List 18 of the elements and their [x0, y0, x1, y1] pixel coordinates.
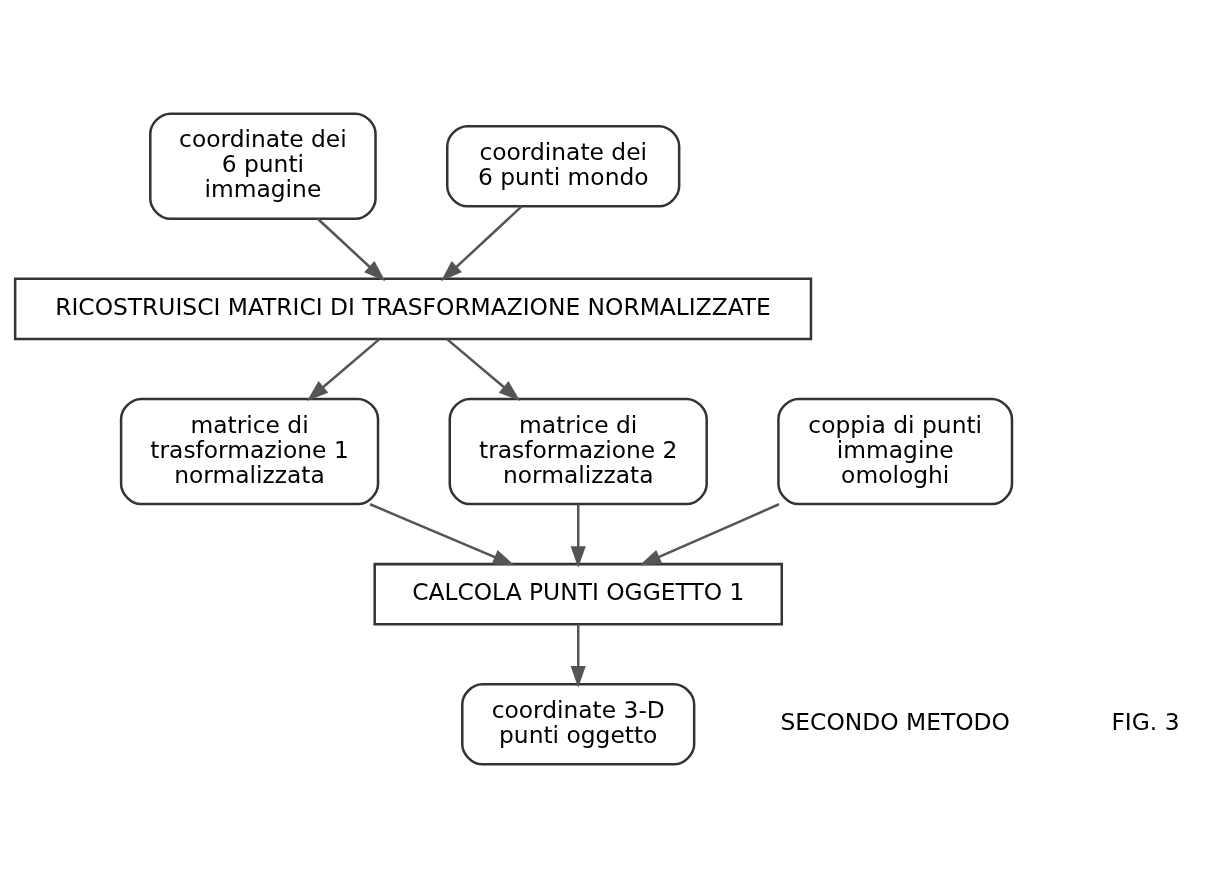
node-box: RICOSTRUISCI MATRICI DI TRASFORMAZIONE NORMALIZZATE: [13, 277, 813, 341]
node-box: matrice di trasformazione 2 normalizzata: [448, 397, 708, 506]
label: SECONDO METODO: [780, 708, 1010, 737]
arrow: [446, 338, 521, 401]
arrow: [570, 504, 586, 568]
node-box: CALCOLA PUNTI OGGETTO 1: [373, 562, 783, 626]
node-box: coordinate dei 6 punti mondo: [446, 124, 681, 208]
node-box: coordinate dei 6 punti immagine: [149, 112, 377, 221]
arrow: [570, 624, 586, 688]
node-box: coppia di punti immagine omologhi: [777, 397, 1014, 506]
arrow: [639, 503, 780, 566]
node-box: matrice di trasformazione 1 normalizzata: [119, 397, 380, 506]
label: FIG. 3: [1111, 708, 1180, 737]
node-box: coordinate 3-D punti oggetto: [461, 683, 696, 766]
arrow: [317, 218, 386, 282]
arrow: [369, 503, 515, 566]
arrow: [306, 338, 380, 401]
arrow: [440, 205, 523, 282]
